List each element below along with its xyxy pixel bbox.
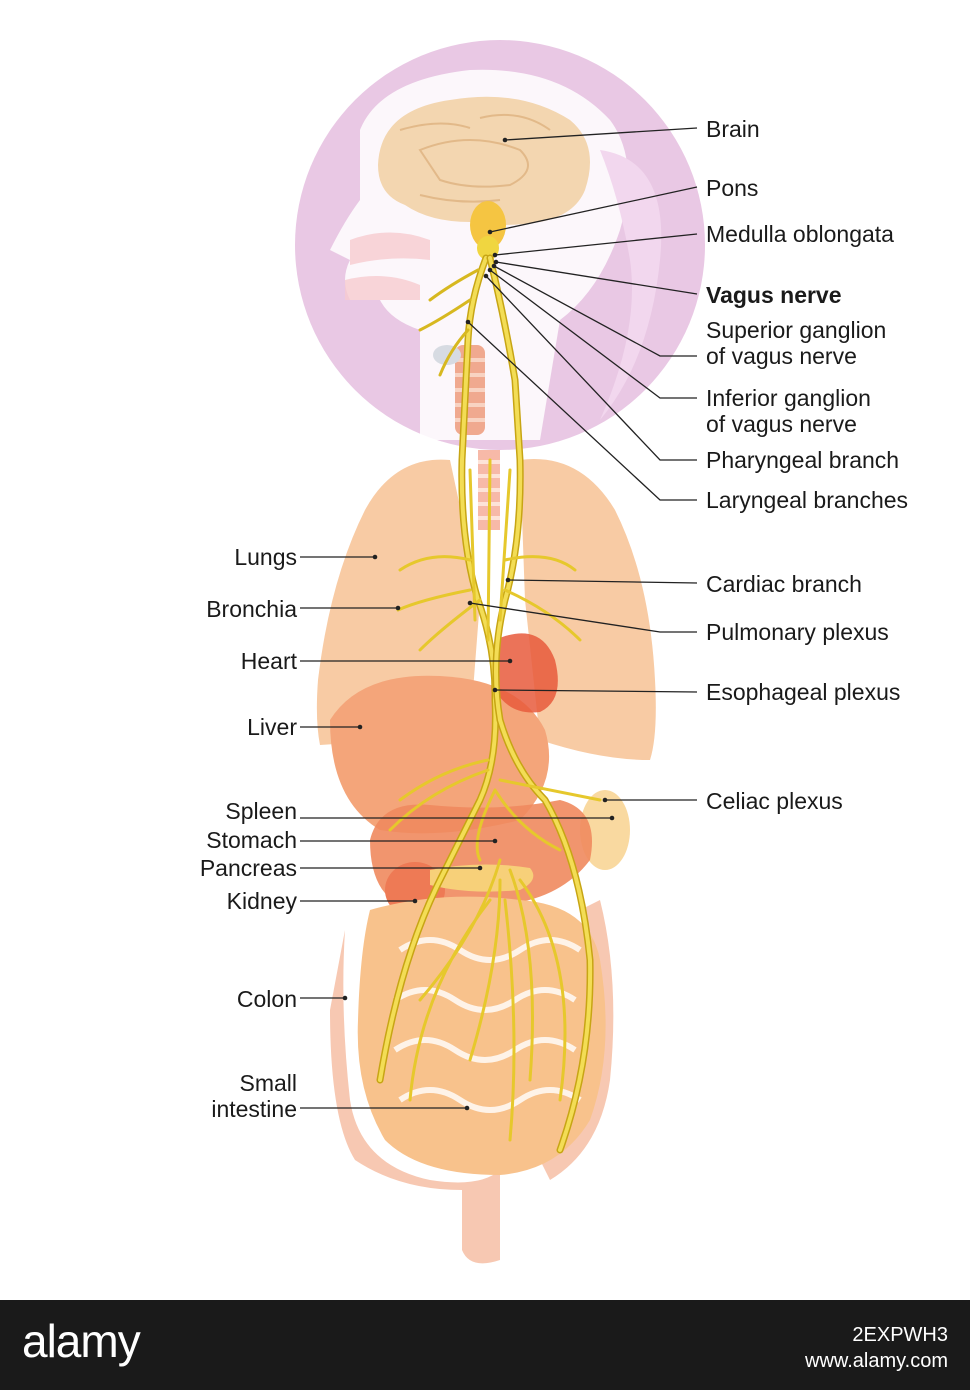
intestines [330, 896, 614, 1264]
watermark-meta: 2EXPWH3 www.alamy.com [805, 1322, 948, 1374]
label-small-intestine-line2: intestine [211, 1096, 297, 1122]
vagus-nerve-diagram: Brain Pons Medulla oblongata Vagus nerve… [199, 40, 909, 1264]
vagus-nerve [376, 254, 602, 1154]
leader-dots [342, 137, 615, 1111]
label-vagus-nerve: Vagus nerve [706, 282, 842, 308]
label-small-intestine-line1: Small [239, 1070, 297, 1096]
label-medulla-oblongata: Medulla oblongata [706, 221, 894, 247]
label-stomach: Stomach [206, 827, 297, 853]
label-pulmonary-plexus: Pulmonary plexus [706, 619, 889, 645]
label-esophageal-plexus: Esophageal plexus [706, 679, 901, 705]
watermark-footer: alamy 2EXPWH3 www.alamy.com [0, 1300, 970, 1390]
label-spleen: Spleen [225, 798, 297, 824]
label-superior-ganglion-line1: Superior ganglion [706, 317, 887, 343]
label-cardiac-branch: Cardiac branch [706, 571, 862, 597]
label-colon: Colon [236, 986, 297, 1012]
anatomy-illustration [295, 40, 705, 1264]
alamy-logo: alamy [22, 1315, 141, 1367]
right-leader-lines [467, 127, 698, 801]
label-liver: Liver [247, 714, 297, 740]
label-brain: Brain [706, 116, 760, 142]
label-lungs: Lungs [234, 544, 297, 570]
watermark-url: www.alamy.com [805, 1350, 948, 1372]
label-laryngeal-branches: Laryngeal branches [706, 487, 909, 513]
spleen [580, 790, 630, 870]
image-id: 2EXPWH3 [852, 1324, 948, 1346]
label-pons: Pons [706, 175, 759, 201]
label-pharyngeal-branch: Pharyngeal branch [706, 447, 900, 473]
label-inferior-ganglion-line2: of vagus nerve [706, 411, 857, 437]
label-kidney: Kidney [226, 888, 297, 914]
label-celiac-plexus: Celiac plexus [706, 788, 843, 814]
label-heart: Heart [240, 648, 297, 674]
left-leader-lines [300, 556, 612, 1109]
brain [378, 96, 590, 226]
label-bronchia: Bronchia [206, 596, 297, 622]
label-pancreas: Pancreas [199, 855, 297, 881]
heart [495, 633, 558, 713]
label-inferior-ganglion-line1: Inferior ganglion [706, 385, 871, 411]
label-superior-ganglion-line2: of vagus nerve [706, 343, 857, 369]
pancreas [430, 864, 534, 892]
